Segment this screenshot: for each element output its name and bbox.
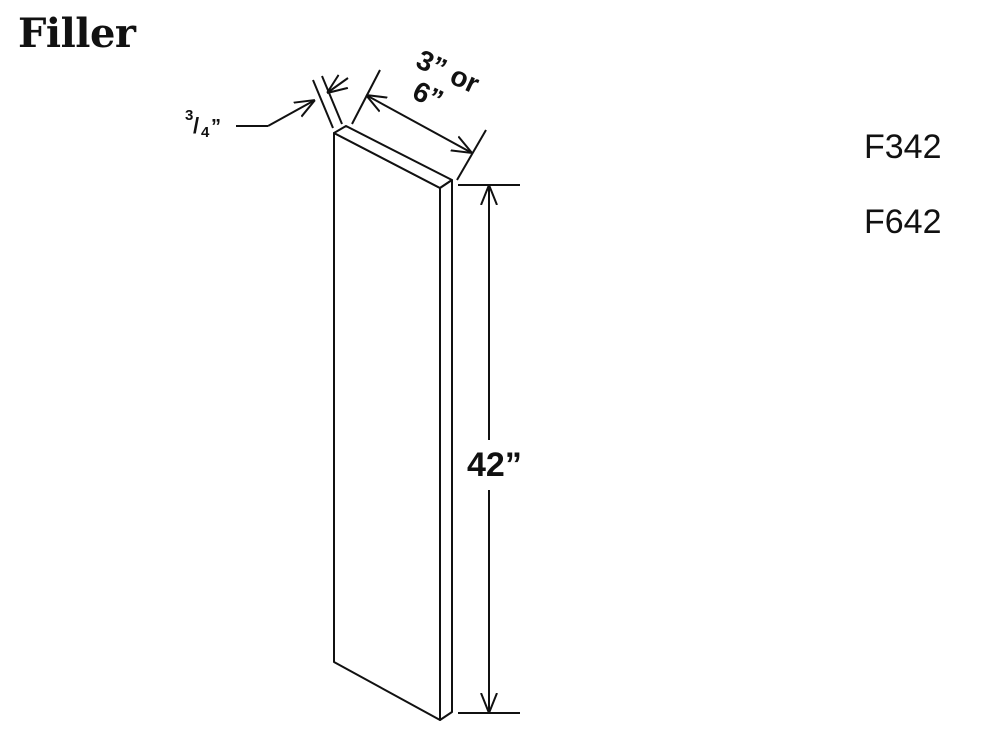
thickness-inch-mark: ”: [211, 116, 221, 138]
thickness-label: 3 / 4 ”: [185, 107, 221, 141]
panel-side-edge: [439, 179, 453, 721]
width-dimension: [351, 69, 487, 181]
page-title: Filler: [18, 10, 136, 57]
width-extension-line-right: [456, 129, 487, 181]
panel-front-face: [333, 132, 441, 721]
thickness-leader-arrow: [267, 100, 315, 127]
model-code-f342: F342: [864, 128, 942, 166]
thickness-slash: /: [193, 113, 199, 138]
thickness-extension-line-1: [312, 79, 334, 129]
thickness-denominator: 4: [201, 124, 210, 141]
width-label: 3” or 6”: [408, 44, 484, 116]
thickness-numerator: 3: [185, 107, 193, 124]
thickness-dimension: [236, 76, 349, 129]
width-extension-line-left: [351, 69, 381, 125]
model-code-f642: F642: [864, 203, 942, 241]
filler-panel: [333, 125, 453, 721]
height-dimension: [458, 184, 520, 714]
thickness-arrow-2: [327, 78, 349, 93]
width-dimension-line: [366, 95, 472, 153]
height-label: 42”: [467, 446, 522, 484]
